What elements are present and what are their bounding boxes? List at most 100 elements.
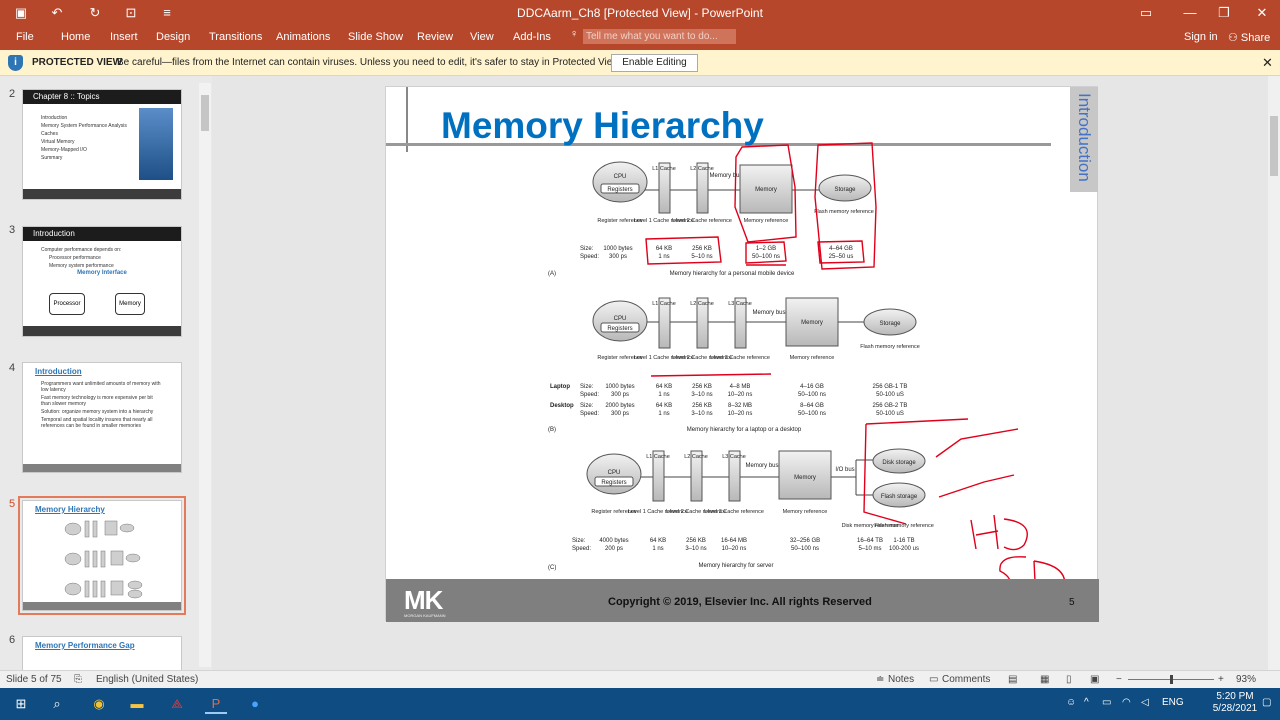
speed-value: 3–10 ns xyxy=(691,411,712,417)
minimize-button[interactable]: — xyxy=(1183,5,1197,20)
size-value: 64 KB xyxy=(656,246,672,252)
thumb-number: 6 xyxy=(9,634,16,646)
thumbnail-slide-6[interactable]: Memory Performance Gap xyxy=(22,636,182,670)
comments-button[interactable]: Comments xyxy=(942,674,991,685)
tab-review[interactable]: Review xyxy=(417,31,454,43)
share-button[interactable]: ⚇ Share xyxy=(1228,31,1270,44)
scrollbar-thumb[interactable] xyxy=(1270,116,1278,176)
thumb-line: Introduction xyxy=(41,115,68,121)
annotation-hd: HD xyxy=(994,566,996,568)
tab-transitions[interactable]: Transitions xyxy=(209,31,263,43)
protected-view-message: Be careful—files from the Internet can c… xyxy=(117,57,622,68)
tray-wifi-icon[interactable]: ◠ xyxy=(1122,697,1131,708)
start-icon[interactable]: ⊞ xyxy=(15,696,27,711)
speed-value: 25–50 us xyxy=(829,254,854,260)
size-value: 256 KB xyxy=(692,403,712,409)
notes-button[interactable]: Notes xyxy=(888,674,915,685)
thumb-diagram-image xyxy=(64,520,143,599)
undo-icon[interactable]: ↶ xyxy=(51,5,63,20)
tab-file[interactable]: File xyxy=(16,31,34,43)
normal-view-icon[interactable]: ▤ xyxy=(1008,674,1018,685)
tab-design[interactable]: Design xyxy=(156,31,191,43)
diagram-label: (B) xyxy=(548,427,556,433)
spellcheck-icon[interactable]: ⎘ xyxy=(74,674,82,685)
thumb-footer xyxy=(23,464,181,472)
l1-label: L1 Cache xyxy=(652,301,676,307)
close-bar-icon[interactable]: ✕ xyxy=(1262,55,1273,70)
diagram-label: (A) xyxy=(548,271,556,277)
tab-slide-show[interactable]: Slide Show xyxy=(348,31,404,43)
size-value: 64 KB xyxy=(650,538,666,544)
chrome-icon[interactable]: ◉ xyxy=(93,696,105,711)
ref-register: Register reference xyxy=(597,355,642,361)
language-indicator[interactable]: ENG xyxy=(1162,697,1184,708)
speed-value: 300 ps xyxy=(611,392,629,398)
tray-network-icon[interactable]: ▭ xyxy=(1102,697,1112,708)
tab-animations[interactable]: Animations xyxy=(276,31,331,43)
ribbon-display-icon[interactable]: ▭ xyxy=(1139,5,1153,20)
zoom-in-icon[interactable]: + xyxy=(1218,674,1224,685)
current-slide[interactable]: Memory Hierarchy Introduction CPU Regist… xyxy=(385,86,1099,622)
zoom-app-icon[interactable]: ● xyxy=(251,696,259,711)
close-button[interactable]: ✕ xyxy=(1256,5,1268,20)
redo-icon[interactable]: ↻ xyxy=(89,5,101,20)
enable-editing-button[interactable]: Enable Editing xyxy=(611,54,698,72)
ref-flash: Flash memory reference xyxy=(874,523,934,529)
acrobat-icon[interactable]: ⟁ xyxy=(171,696,183,711)
l3-label: L3 Cache xyxy=(722,454,746,460)
speed-value: 50–100 ns xyxy=(791,546,819,552)
registers-label: Registers xyxy=(607,326,632,332)
mk-logo-subtitle: MORGAN KAUFMANN xyxy=(404,613,446,618)
scrollbar-thumb[interactable] xyxy=(201,95,209,131)
speed-value: 100-200 us xyxy=(889,546,919,552)
slide-sorter-icon[interactable]: ▦ xyxy=(1040,674,1050,685)
language-label[interactable]: English (United States) xyxy=(96,674,199,685)
notifications-icon[interactable]: ▢ xyxy=(1262,697,1272,708)
save-icon[interactable]: ▣ xyxy=(14,5,28,20)
tell-me-input[interactable]: Tell me what you want to do... xyxy=(583,29,736,44)
registers-label: Registers xyxy=(607,187,632,193)
tab-view[interactable]: View xyxy=(470,31,494,43)
speed-value: 50-100 uS xyxy=(876,411,904,417)
speed-label: Speed: xyxy=(580,392,599,398)
maximize-button[interactable]: ❐ xyxy=(1218,5,1230,20)
powerpoint-icon[interactable]: P xyxy=(205,694,227,714)
zoom-slider-handle[interactable] xyxy=(1170,675,1173,684)
zoom-level[interactable]: 93% xyxy=(1236,674,1257,685)
protected-view-bar: i PROTECTED VIEW Be careful—files from t… xyxy=(0,50,1280,76)
share-label: Share xyxy=(1240,32,1271,44)
speed-value: 1 ns xyxy=(652,546,663,552)
tab-insert[interactable]: Insert xyxy=(110,31,138,43)
thumbnail-slide-5[interactable]: Memory Hierarchy xyxy=(18,496,186,615)
slideshow-icon[interactable]: ▣ xyxy=(1090,674,1100,685)
reading-view-icon[interactable]: ▯ xyxy=(1066,674,1072,685)
zoom-out-icon[interactable]: − xyxy=(1116,674,1122,685)
main-scrollbar[interactable] xyxy=(1268,76,1280,670)
diagram-caption: Memory hierarchy for server xyxy=(698,563,773,569)
tab-add-ins[interactable]: Add-Ins xyxy=(513,31,551,43)
thumbnail-slide-4[interactable]: Introduction Programmers want unlimited … xyxy=(22,362,182,473)
ref-flash: Flash memory reference xyxy=(860,344,920,350)
thumbnail-slide-2[interactable]: Chapter 8 :: Topics Introduction Memory … xyxy=(22,89,182,200)
thumb-line: Temporal and spatial locality insures th… xyxy=(41,417,153,429)
tray-person-icon[interactable]: ☺ xyxy=(1066,697,1077,708)
mk-logo: MK xyxy=(404,585,443,615)
file-explorer-icon[interactable]: ▬ xyxy=(130,696,144,711)
search-icon[interactable]: ⌕ xyxy=(53,696,61,711)
tray-chevron-icon[interactable]: ^ xyxy=(1084,697,1089,708)
memory-hierarchy-diagram: CPU Registers L1 Cache L2 Cache Memory b… xyxy=(548,142,1065,579)
size-value: 64 KB xyxy=(656,403,672,409)
speed-value: 50–100 ns xyxy=(752,254,780,260)
customize-icon[interactable]: ≡ xyxy=(163,5,171,20)
present-icon[interactable]: ⊡ xyxy=(125,5,137,20)
size-value: 256 GB-2 TB xyxy=(873,403,908,409)
tab-home[interactable]: Home xyxy=(61,31,91,43)
sign-in-link[interactable]: Sign in xyxy=(1184,31,1218,43)
thumbnail-scrollbar[interactable] xyxy=(199,83,211,667)
thumb-line: Programmers want unlimited amounts of me… xyxy=(41,381,161,393)
l2-label: L2 Cache xyxy=(690,166,714,172)
thumbnail-slide-3[interactable]: Introduction Computer performance depend… xyxy=(22,226,182,337)
system-clock[interactable]: 5:20 PM 5/28/2021 xyxy=(1210,691,1260,715)
tray-volume-icon[interactable]: ◁ xyxy=(1141,697,1149,708)
diagram-a: CPU Registers L1 Cache L2 Cache Memory b… xyxy=(548,161,874,277)
